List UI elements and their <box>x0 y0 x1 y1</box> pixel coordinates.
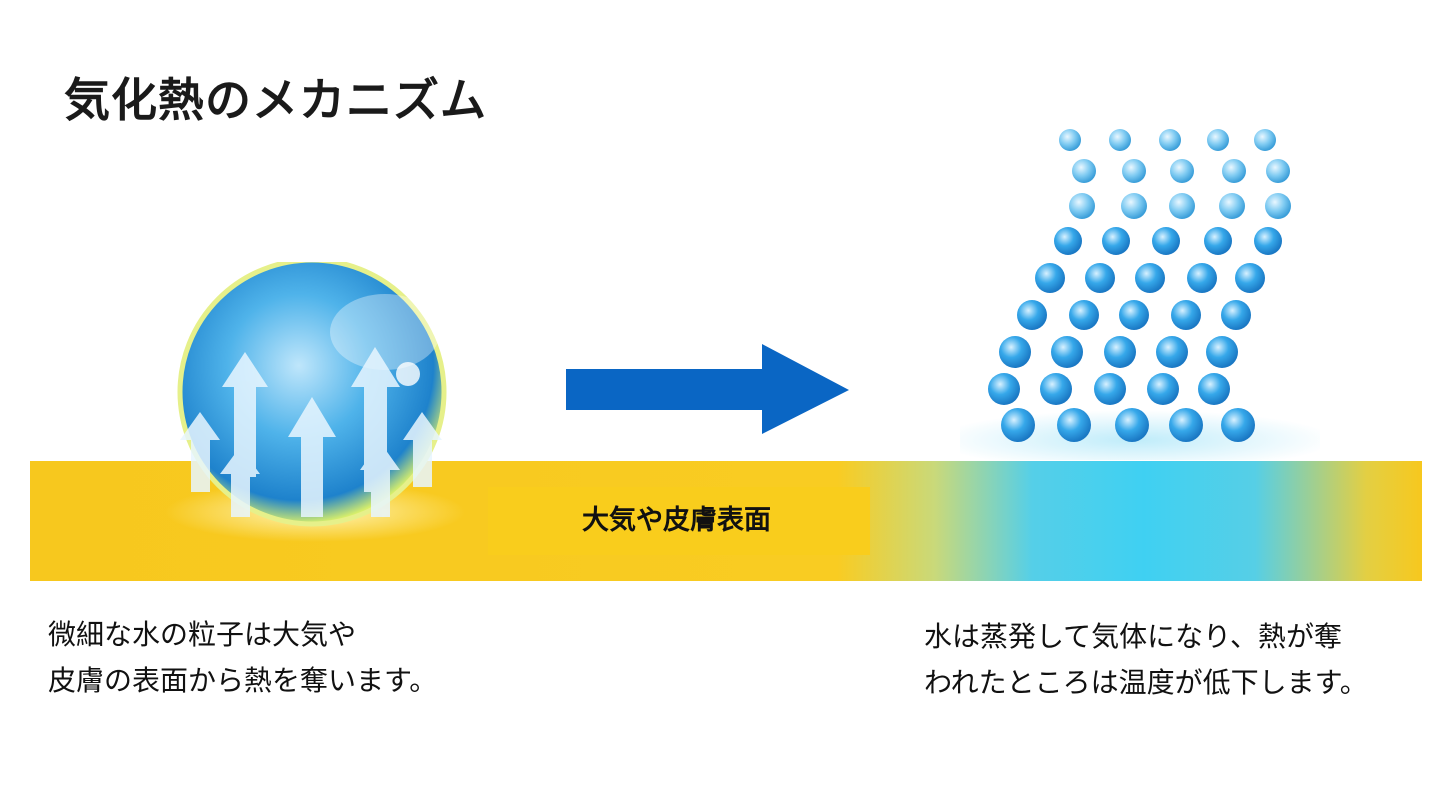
water-droplet-icon <box>165 262 465 542</box>
right-caption: 水は蒸発して気体になり、熱が奪 われたところは温度が低下します。 <box>924 614 1368 706</box>
heat-up-arrows-icon <box>180 347 442 517</box>
surface-label: 大気や皮膚表面 <box>582 505 771 536</box>
water-vapor-particles-icon <box>960 129 1320 460</box>
right-arrow-icon <box>566 344 849 434</box>
surface-label-box <box>488 487 870 555</box>
right-caption-line-2: われたところは温度が低下します。 <box>924 666 1368 699</box>
left-caption-line-2: 皮膚の表面から熱を奪います。 <box>48 664 438 697</box>
diagram-title: 気化熱のメカニズム <box>64 73 487 127</box>
left-caption: 微細な水の粒子は大気や 皮膚の表面から熱を奪います。 <box>48 612 437 704</box>
left-caption-line-1: 微細な水の粒子は大気や <box>48 618 357 651</box>
right-caption-line-1: 水は蒸発して気体になり、熱が奪 <box>924 620 1343 653</box>
